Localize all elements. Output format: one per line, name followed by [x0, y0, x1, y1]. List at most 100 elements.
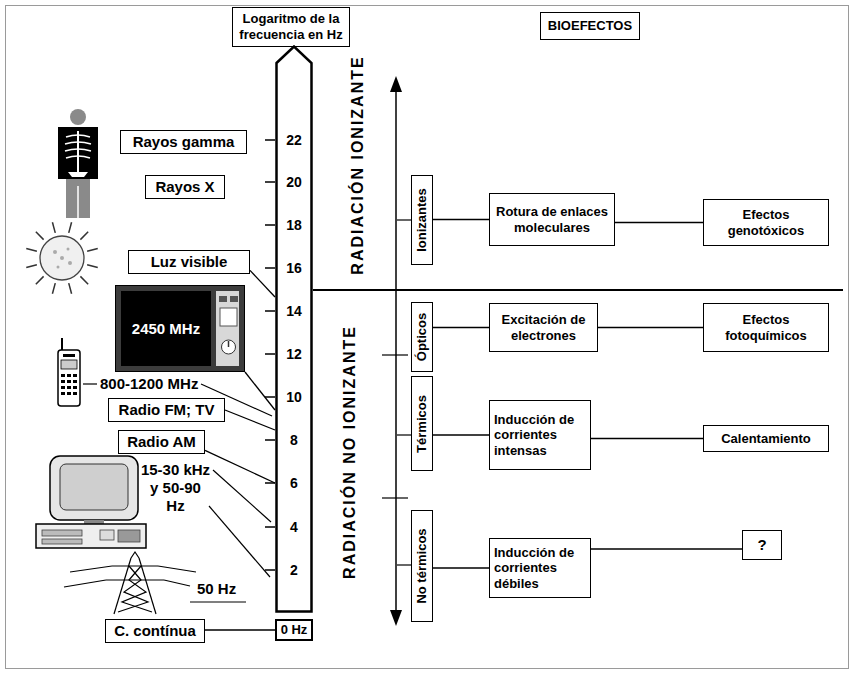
computer	[36, 456, 146, 548]
connector-line	[225, 410, 275, 430]
leg-gap	[77, 186, 79, 218]
panel-button	[230, 296, 238, 302]
tick-number: 2	[275, 561, 313, 579]
crossarm	[106, 579, 164, 580]
radiation-band-label: RADIACIÓN IONIZANTE	[348, 55, 367, 274]
mobile-phone	[58, 338, 80, 406]
section-title-box: BIOEFECTOS	[540, 12, 640, 40]
key	[73, 374, 77, 377]
keypad	[61, 374, 77, 395]
connector-line	[433, 434, 489, 435]
key	[73, 386, 77, 389]
tick-number: 22	[275, 131, 313, 149]
drive-slot	[42, 539, 82, 544]
xray-figure	[58, 109, 98, 218]
key	[61, 374, 65, 377]
sun-ray	[36, 276, 44, 284]
sun-ray	[52, 283, 55, 294]
sun-spot	[57, 266, 60, 269]
mechanism-box: Inducción de corrientes intensas	[489, 400, 591, 470]
connector-line	[245, 372, 275, 410]
phone-body	[58, 350, 80, 406]
tick-number: 6	[275, 474, 313, 492]
tick	[265, 224, 275, 226]
box-text: Inducción de corrientes intensas	[494, 412, 586, 459]
frame	[6, 6, 849, 669]
mechanism-box: Inducción de corrientes débiles	[489, 538, 591, 598]
tick-number: 14	[275, 302, 313, 320]
panel-button	[219, 296, 227, 302]
box-text: Luz visible	[133, 253, 245, 271]
tick-number: 8	[275, 431, 313, 449]
sun-ray	[87, 248, 98, 251]
tick	[265, 396, 275, 398]
connector-line	[433, 567, 489, 568]
axis-link	[397, 564, 411, 565]
frequency-label: 15-30 kHz y 50-90 Hz	[140, 461, 211, 515]
effect-box: Efectos fotoquímicos	[703, 303, 829, 352]
source-box: Luz visible	[128, 250, 250, 274]
key	[73, 380, 77, 383]
microwave-frequency: 2450 MHz	[121, 291, 211, 366]
tick	[265, 181, 275, 183]
source-box: Rayos X	[145, 175, 225, 199]
connector-line	[591, 438, 703, 439]
panel-dial	[222, 340, 236, 354]
zero-box: 0 Hz	[275, 619, 313, 641]
tick-number: 10	[275, 388, 313, 406]
earpiece	[63, 354, 75, 357]
key	[67, 392, 71, 395]
button	[100, 530, 114, 540]
box-text: Efectos genotóxicos	[708, 207, 824, 238]
ionizing-divider	[313, 289, 843, 291]
key	[67, 380, 71, 383]
mechanism-box: Excitación de electrones	[489, 303, 598, 352]
connector-line	[598, 327, 703, 328]
axis-link	[397, 219, 411, 220]
sun-ray	[26, 248, 37, 251]
box-text: Calentamiento	[708, 431, 824, 447]
drive-slot	[42, 530, 82, 536]
box-text: Radio AM	[123, 433, 200, 451]
mechanism-box: Rotura de enlaces moleculares	[489, 193, 615, 246]
box-text: Logaritmo de la frecuencia en Hz	[237, 11, 345, 42]
tick-number: 4	[275, 518, 313, 536]
category-box: Ópticos	[411, 302, 433, 372]
crossarm	[112, 565, 158, 566]
tick-number: 16	[275, 259, 313, 277]
source-box: C. contínua	[105, 619, 205, 643]
leader-line	[83, 383, 97, 384]
arrow-head	[390, 610, 402, 626]
arrow-head	[390, 76, 402, 92]
spine	[77, 131, 79, 174]
source-box: Radio FM; TV	[108, 398, 225, 422]
connector-line	[250, 270, 275, 297]
category-text: Ionizantes	[414, 188, 430, 252]
category-text: No térmicos	[414, 528, 430, 603]
pylon-peak	[131, 552, 139, 558]
axis-link	[397, 434, 411, 435]
power-wire	[158, 566, 196, 572]
connector-line	[433, 327, 489, 328]
key	[67, 386, 71, 389]
computer-base	[36, 524, 146, 548]
key	[61, 380, 65, 383]
category-box: Ionizantes	[411, 175, 433, 265]
category-text: Ópticos	[414, 313, 430, 361]
connector-line	[205, 629, 275, 630]
phone-screen	[61, 360, 77, 369]
box-text: Inducción de corrientes débiles	[494, 545, 586, 592]
tick	[265, 526, 275, 528]
category-box: Térmicos	[411, 376, 433, 471]
effect-box: Calentamiento	[703, 425, 829, 452]
power-wire	[70, 566, 112, 572]
torso	[58, 127, 98, 179]
source-box: Rayos gamma	[120, 130, 247, 154]
sun-spot	[67, 248, 70, 251]
tick-number: 18	[275, 216, 313, 234]
monitor	[50, 456, 138, 520]
sun-rays	[26, 222, 97, 293]
sun-ray	[69, 283, 72, 294]
scale-ticks	[265, 140, 275, 570]
axis-tick	[382, 354, 408, 355]
